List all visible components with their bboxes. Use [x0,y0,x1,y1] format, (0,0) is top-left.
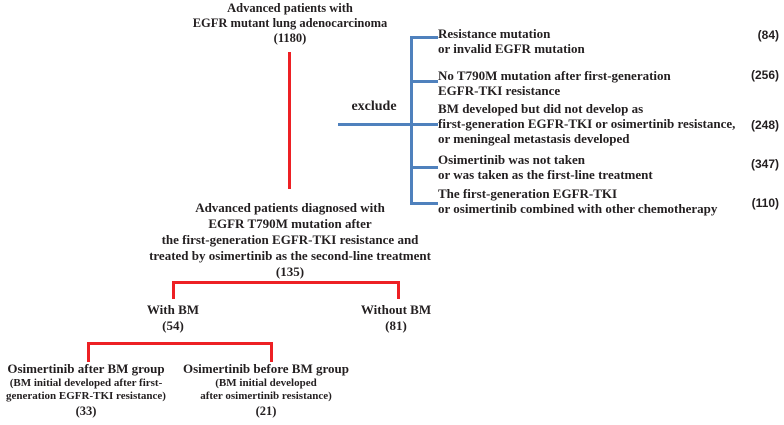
middle-node: Advanced patients diagnosed with EGFR T7… [100,200,480,280]
middle-node-line3: the first-generation EGFR-TKI resistance… [161,232,419,247]
exclusion-item-3: BM developed but did not develop as firs… [438,101,738,146]
exclusion-item-2: No T790M mutation after first-generation… [438,68,738,98]
exclusion-count-2: (256) [750,68,779,82]
without-bm-node: Without BM (81) [336,302,456,334]
exclusion-count-4: (347) [750,157,779,171]
exclusion-tick-4 [410,166,438,169]
exclusion-item-4: Osimertinib was not taken or was taken a… [438,152,738,182]
exclusion-item-5-line1: The first-generation EGFR-TKI [438,186,618,201]
group-after-title: Osimertinib after BM group [7,361,165,376]
group-before-title: Osimertinib before BM group [183,361,349,376]
group-after-sub1: (BM initial developed after first- [9,377,163,389]
exclusion-item-4-line2: or was taken as the first-line treatment [438,167,653,182]
exclude-label: exclude [351,99,397,114]
exclusion-item-1-line2: or invalid EGFR mutation [438,41,585,56]
middle-node-line4: treated by osimertinib as the second-lin… [149,248,431,263]
exclude-connector-line [338,123,438,126]
exclusion-item-1: Resistance mutation or invalid EGFR muta… [438,26,738,56]
middle-node-line2: EGFR T790M mutation after [208,216,372,231]
top-node-count: (1180) [273,31,307,45]
exclusion-item-1-line1: Resistance mutation [438,26,551,41]
group-branch-bracket [87,342,273,362]
osimertinib-before-bm-group-node: Osimertinib before BM group (BM initial … [178,361,354,420]
with-bm-label: With BM [146,302,200,317]
exclusion-item-3-line3: or meningeal metastasis developed [438,131,630,146]
bm-branch-bracket [172,281,400,299]
exclusion-item-3-line2: first-generation EGFR-TKI or osimertinib… [438,116,736,131]
exclusion-count-1: (84) [757,28,779,42]
exclusion-item-5-line2: or osimertinib combined with other chemo… [438,201,718,216]
exclusion-tick-1 [410,36,438,39]
exclusion-bracket-line [410,36,413,205]
top-node-line1: Advanced patients with [227,1,353,15]
exclusion-tick-2 [410,80,438,83]
with-bm-node: With BM (54) [113,302,233,334]
top-node: Advanced patients with EGFR mutant lung … [140,1,440,46]
group-before-count: (21) [255,404,277,418]
exclusion-item-4-line1: Osimertinib was not taken [438,152,585,167]
top-node-line2: EGFR mutant lung adenocarcinoma [192,16,388,30]
main-flow-connector-line [288,52,291,189]
osimertinib-after-bm-group-node: Osimertinib after BM group (BM initial d… [0,361,172,420]
exclusion-item-2-line2: EGFR-TKI resistance [438,83,561,98]
with-bm-count: (54) [162,318,184,333]
without-bm-count: (81) [385,318,407,333]
exclusion-item-2-line1: No T790M mutation after first-generation [438,68,671,83]
group-after-count: (33) [75,404,97,418]
exclusion-count-5: (110) [751,196,779,210]
exclusion-item-3-line1: BM developed but did not develop as [438,101,644,116]
group-after-sub2: generation EGFR-TKI resistance) [6,390,166,402]
exclusion-count-3: (248) [750,118,779,132]
exclusion-item-5: The first-generation EGFR-TKI or osimert… [438,186,738,216]
exclusion-tick-5 [410,202,438,205]
without-bm-label: Without BM [360,302,432,317]
group-before-sub2: after osimertinib resistance) [200,390,332,402]
middle-node-count: (135) [275,264,305,279]
middle-node-line1: Advanced patients diagnosed with [195,200,385,215]
group-before-sub1: (BM initial developed [215,377,317,389]
